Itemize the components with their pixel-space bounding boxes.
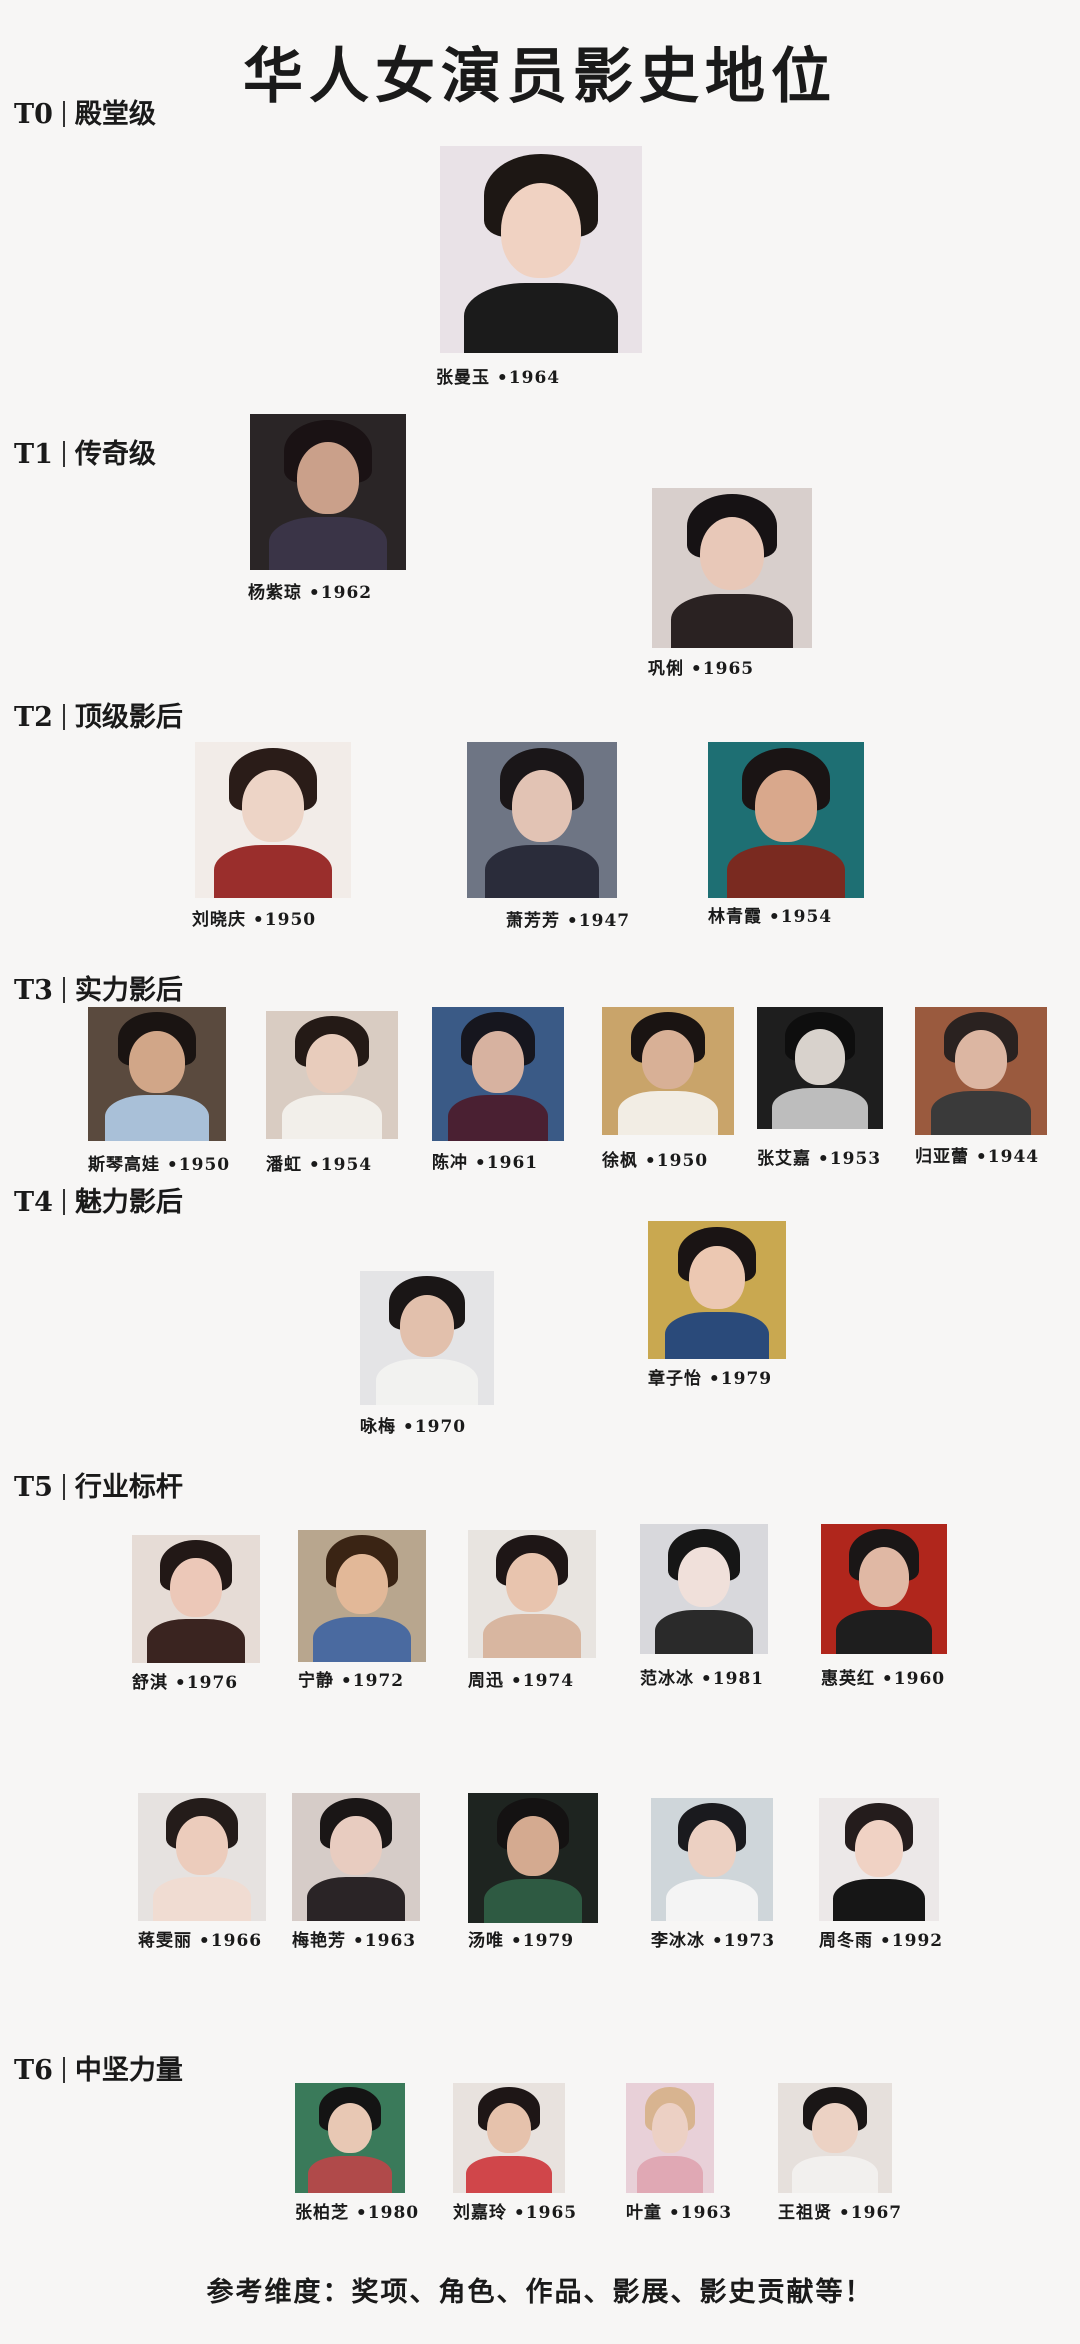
actress-caption: 梅艳芳 •1963 <box>292 1931 417 1951</box>
actress-photo <box>821 1524 947 1654</box>
actress-caption: 叶童 •1963 <box>626 2203 733 2223</box>
actress-caption: 宁静 •1972 <box>298 1671 405 1691</box>
tier-code: T1 <box>14 439 53 470</box>
actress-caption: 周冬雨 •1992 <box>819 1931 944 1951</box>
actress-photo <box>295 2083 405 2193</box>
actress-caption: 刘嘉玲 •1965 <box>453 2203 578 2223</box>
tier-code: T4 <box>14 1187 53 1218</box>
actress-photo <box>819 1798 939 1921</box>
tier-divider <box>62 441 65 467</box>
tier-label-t3: T3 实力影后 <box>14 968 183 1007</box>
actress-photo <box>360 1271 494 1405</box>
actress-caption: 咏梅 •1970 <box>360 1417 467 1437</box>
actress-caption: 杨紫琼 •1962 <box>248 583 373 603</box>
actress-caption: 汤唯 •1979 <box>468 1931 575 1951</box>
actress-photo <box>298 1530 426 1662</box>
tier-label-t0: T0 殿堂级 <box>14 92 156 131</box>
actress-photo <box>626 2083 714 2193</box>
actress-photo <box>757 1007 883 1129</box>
actress-caption: 潘虹 •1954 <box>266 1155 373 1175</box>
actress-photo <box>440 146 642 353</box>
tier-code: T3 <box>14 975 53 1006</box>
actress-photo <box>915 1007 1047 1135</box>
actress-caption: 李冰冰 •1973 <box>651 1931 776 1951</box>
tier-label-t5: T5 行业标杆 <box>14 1465 183 1504</box>
actress-caption: 张曼玉 •1964 <box>436 368 561 388</box>
tier-name: 实力影后 <box>74 975 183 1006</box>
actress-caption: 陈冲 •1961 <box>432 1153 539 1173</box>
actress-photo <box>468 1793 598 1923</box>
actress-photo <box>432 1007 564 1141</box>
actress-photo <box>778 2083 892 2193</box>
actress-photo <box>453 2083 565 2193</box>
tier-divider <box>62 2057 65 2083</box>
actress-photo <box>651 1798 773 1921</box>
tier-code: T0 <box>14 99 53 130</box>
tier-divider <box>62 1474 65 1500</box>
actress-photo <box>250 414 406 570</box>
actress-caption: 章子怡 •1979 <box>648 1369 773 1389</box>
actress-photo <box>640 1524 768 1654</box>
actress-caption: 周迅 •1974 <box>468 1671 575 1691</box>
footer-note: 参考维度：奖项、角色、作品、影展、影史贡献等！ <box>206 2277 874 2308</box>
actress-photo <box>292 1793 420 1921</box>
tier-code: T2 <box>14 702 53 733</box>
actress-photo <box>602 1007 734 1135</box>
actress-photo <box>88 1007 226 1141</box>
actress-caption: 归亚蕾 •1944 <box>915 1147 1040 1167</box>
tier-label-t4: T4 魅力影后 <box>14 1180 183 1219</box>
tier-label-t2: T2 顶级影后 <box>14 695 183 734</box>
actress-caption: 张柏芝 •1980 <box>295 2203 420 2223</box>
page-title: 华人女演员影史地位 <box>243 42 837 112</box>
actress-caption: 斯琴高娃 •1950 <box>88 1155 231 1175</box>
actress-photo <box>467 742 617 898</box>
actress-photo <box>652 488 812 648</box>
actress-photo <box>708 742 864 898</box>
actress-photo <box>132 1535 260 1663</box>
actress-caption: 刘晓庆 •1950 <box>192 910 317 930</box>
actress-caption: 王祖贤 •1967 <box>778 2203 903 2223</box>
tier-name: 顶级影后 <box>74 702 183 733</box>
actress-caption: 惠英红 •1960 <box>821 1669 946 1689</box>
tier-name: 中坚力量 <box>74 2055 183 2086</box>
tier-name: 殿堂级 <box>74 99 156 130</box>
tier-divider <box>62 977 65 1003</box>
tier-divider <box>62 704 65 730</box>
tier-label-t1: T1 传奇级 <box>14 432 156 471</box>
actress-caption: 林青霞 •1954 <box>708 907 833 927</box>
actress-caption: 巩俐 •1965 <box>648 659 755 679</box>
actress-caption: 萧芳芳 •1947 <box>506 911 631 931</box>
tier-name: 传奇级 <box>74 439 156 470</box>
actress-caption: 舒淇 •1976 <box>132 1673 239 1693</box>
actress-photo <box>468 1530 596 1658</box>
actress-photo <box>195 742 351 898</box>
actress-caption: 蒋雯丽 •1966 <box>138 1931 263 1951</box>
tier-name: 行业标杆 <box>74 1472 183 1503</box>
tier-code: T5 <box>14 1472 53 1503</box>
actress-caption: 张艾嘉 •1953 <box>757 1149 882 1169</box>
tier-divider <box>62 101 65 127</box>
actress-caption: 徐枫 •1950 <box>602 1151 709 1171</box>
actress-photo <box>138 1793 266 1921</box>
actress-caption: 范冰冰 •1981 <box>640 1669 765 1689</box>
actress-photo <box>266 1011 398 1139</box>
actress-photo <box>648 1221 786 1359</box>
tier-divider <box>62 1189 65 1215</box>
tier-name: 魅力影后 <box>74 1187 183 1218</box>
tier-label-t6: T6 中坚力量 <box>14 2048 183 2087</box>
tier-code: T6 <box>14 2055 53 2086</box>
